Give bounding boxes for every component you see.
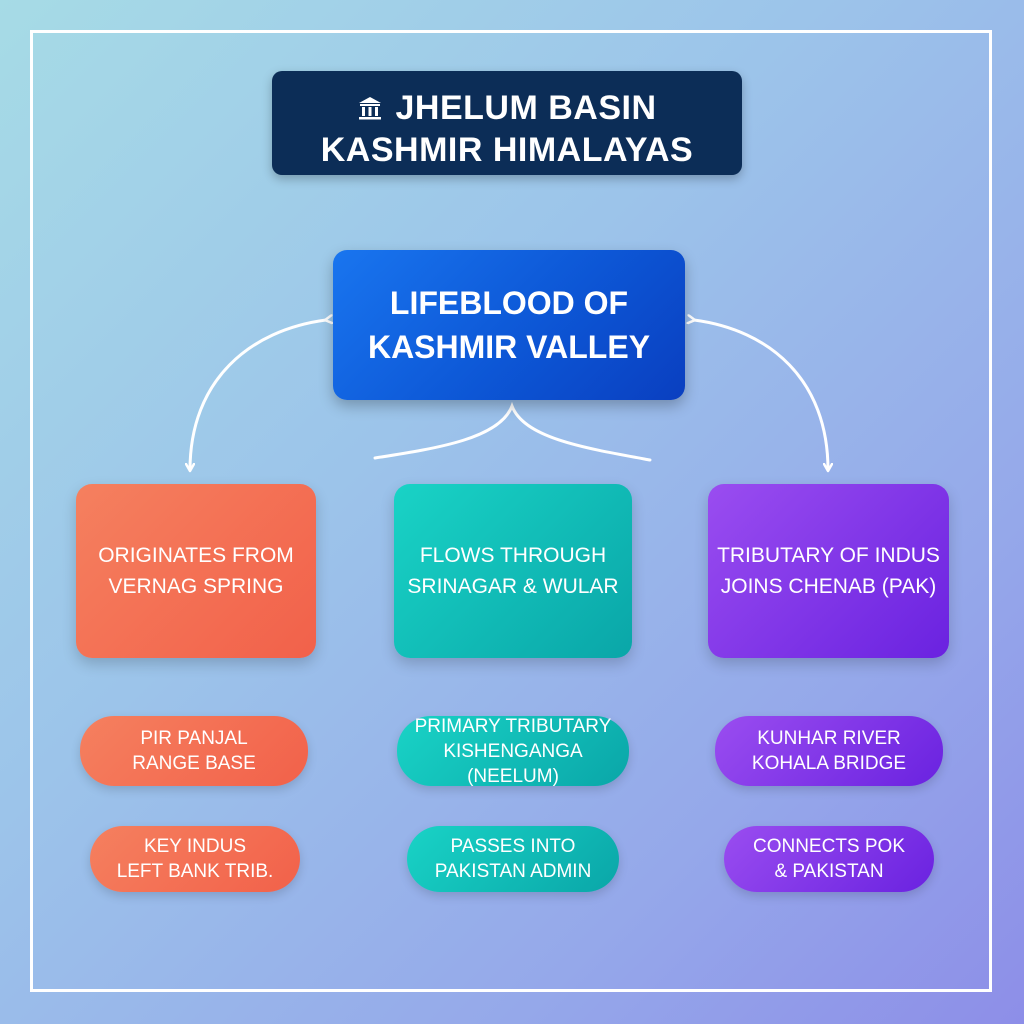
- pill-line: CONNECTS POK: [752, 836, 906, 857]
- central-node-line-1: LIFEBLOOD OF: [389, 285, 629, 321]
- origin-card: ORIGINATES FROM VERNAG SPRING: [76, 484, 316, 658]
- left-arrow: [190, 320, 326, 470]
- pill-line: KOHALA BRIDGE: [751, 753, 907, 774]
- pill-line: KUNHAR RIVER: [757, 728, 901, 749]
- central-node: LIFEBLOOD OF KASHMIR VALLEY: [333, 250, 685, 400]
- flow-card: FLOWS THROUGH SRINAGAR & WULAR: [394, 484, 632, 658]
- card-line: FLOWS THROUGH: [419, 544, 607, 567]
- building-columns-icon: [359, 97, 382, 120]
- tributary-card: TRIBUTARY OF INDUS JOINS CHENAB (PAK): [708, 484, 949, 658]
- pill-line: PRIMARY TRIBUTARY: [414, 715, 612, 737]
- flow-pill-2: PASSES INTO PAKISTAN ADMIN: [407, 826, 619, 892]
- title-line-1: JHELUM BASIN: [272, 87, 742, 129]
- origin-pill-2: KEY INDUS LEFT BANK TRIB.: [90, 826, 300, 892]
- pill-line: & PAKISTAN: [774, 861, 884, 882]
- right-arrow: [694, 320, 828, 470]
- pill-line: KISHENGANGA (NEELUM): [443, 740, 583, 787]
- pill-line: KEY INDUS: [143, 836, 247, 857]
- origin-pill-1: PIR PANJAL RANGE BASE: [80, 716, 308, 786]
- pill-line: LEFT BANK TRIB.: [116, 861, 274, 882]
- pill-line: PIR PANJAL: [140, 728, 248, 749]
- pill-line: PASSES INTO: [450, 836, 576, 857]
- title-banner: JHELUM BASIN KASHMIR HIMALAYAS: [272, 71, 742, 175]
- title-line-2: KASHMIR HIMALAYAS: [320, 131, 694, 169]
- card-line: SRINAGAR & WULAR: [407, 575, 619, 598]
- card-line: ORIGINATES FROM: [98, 544, 294, 567]
- card-line: TRIBUTARY OF INDUS: [717, 544, 940, 567]
- central-node-line-2: KASHMIR VALLEY: [367, 329, 651, 365]
- tributary-pill-1: KUNHAR RIVER KOHALA BRIDGE: [715, 716, 943, 786]
- tributary-pill-2: CONNECTS POK & PAKISTAN: [724, 826, 934, 892]
- card-line: VERNAG SPRING: [108, 575, 284, 598]
- flow-pill-1: PRIMARY TRIBUTARY KISHENGANGA (NEELUM): [397, 715, 629, 787]
- title-text-1: JHELUM BASIN: [395, 89, 657, 127]
- outer-frame: [30, 30, 992, 992]
- pill-line: PAKISTAN ADMIN: [434, 861, 592, 882]
- center-brace: [373, 401, 652, 462]
- pill-line: RANGE BASE: [132, 753, 256, 774]
- card-line: JOINS CHENAB (PAK): [720, 575, 937, 598]
